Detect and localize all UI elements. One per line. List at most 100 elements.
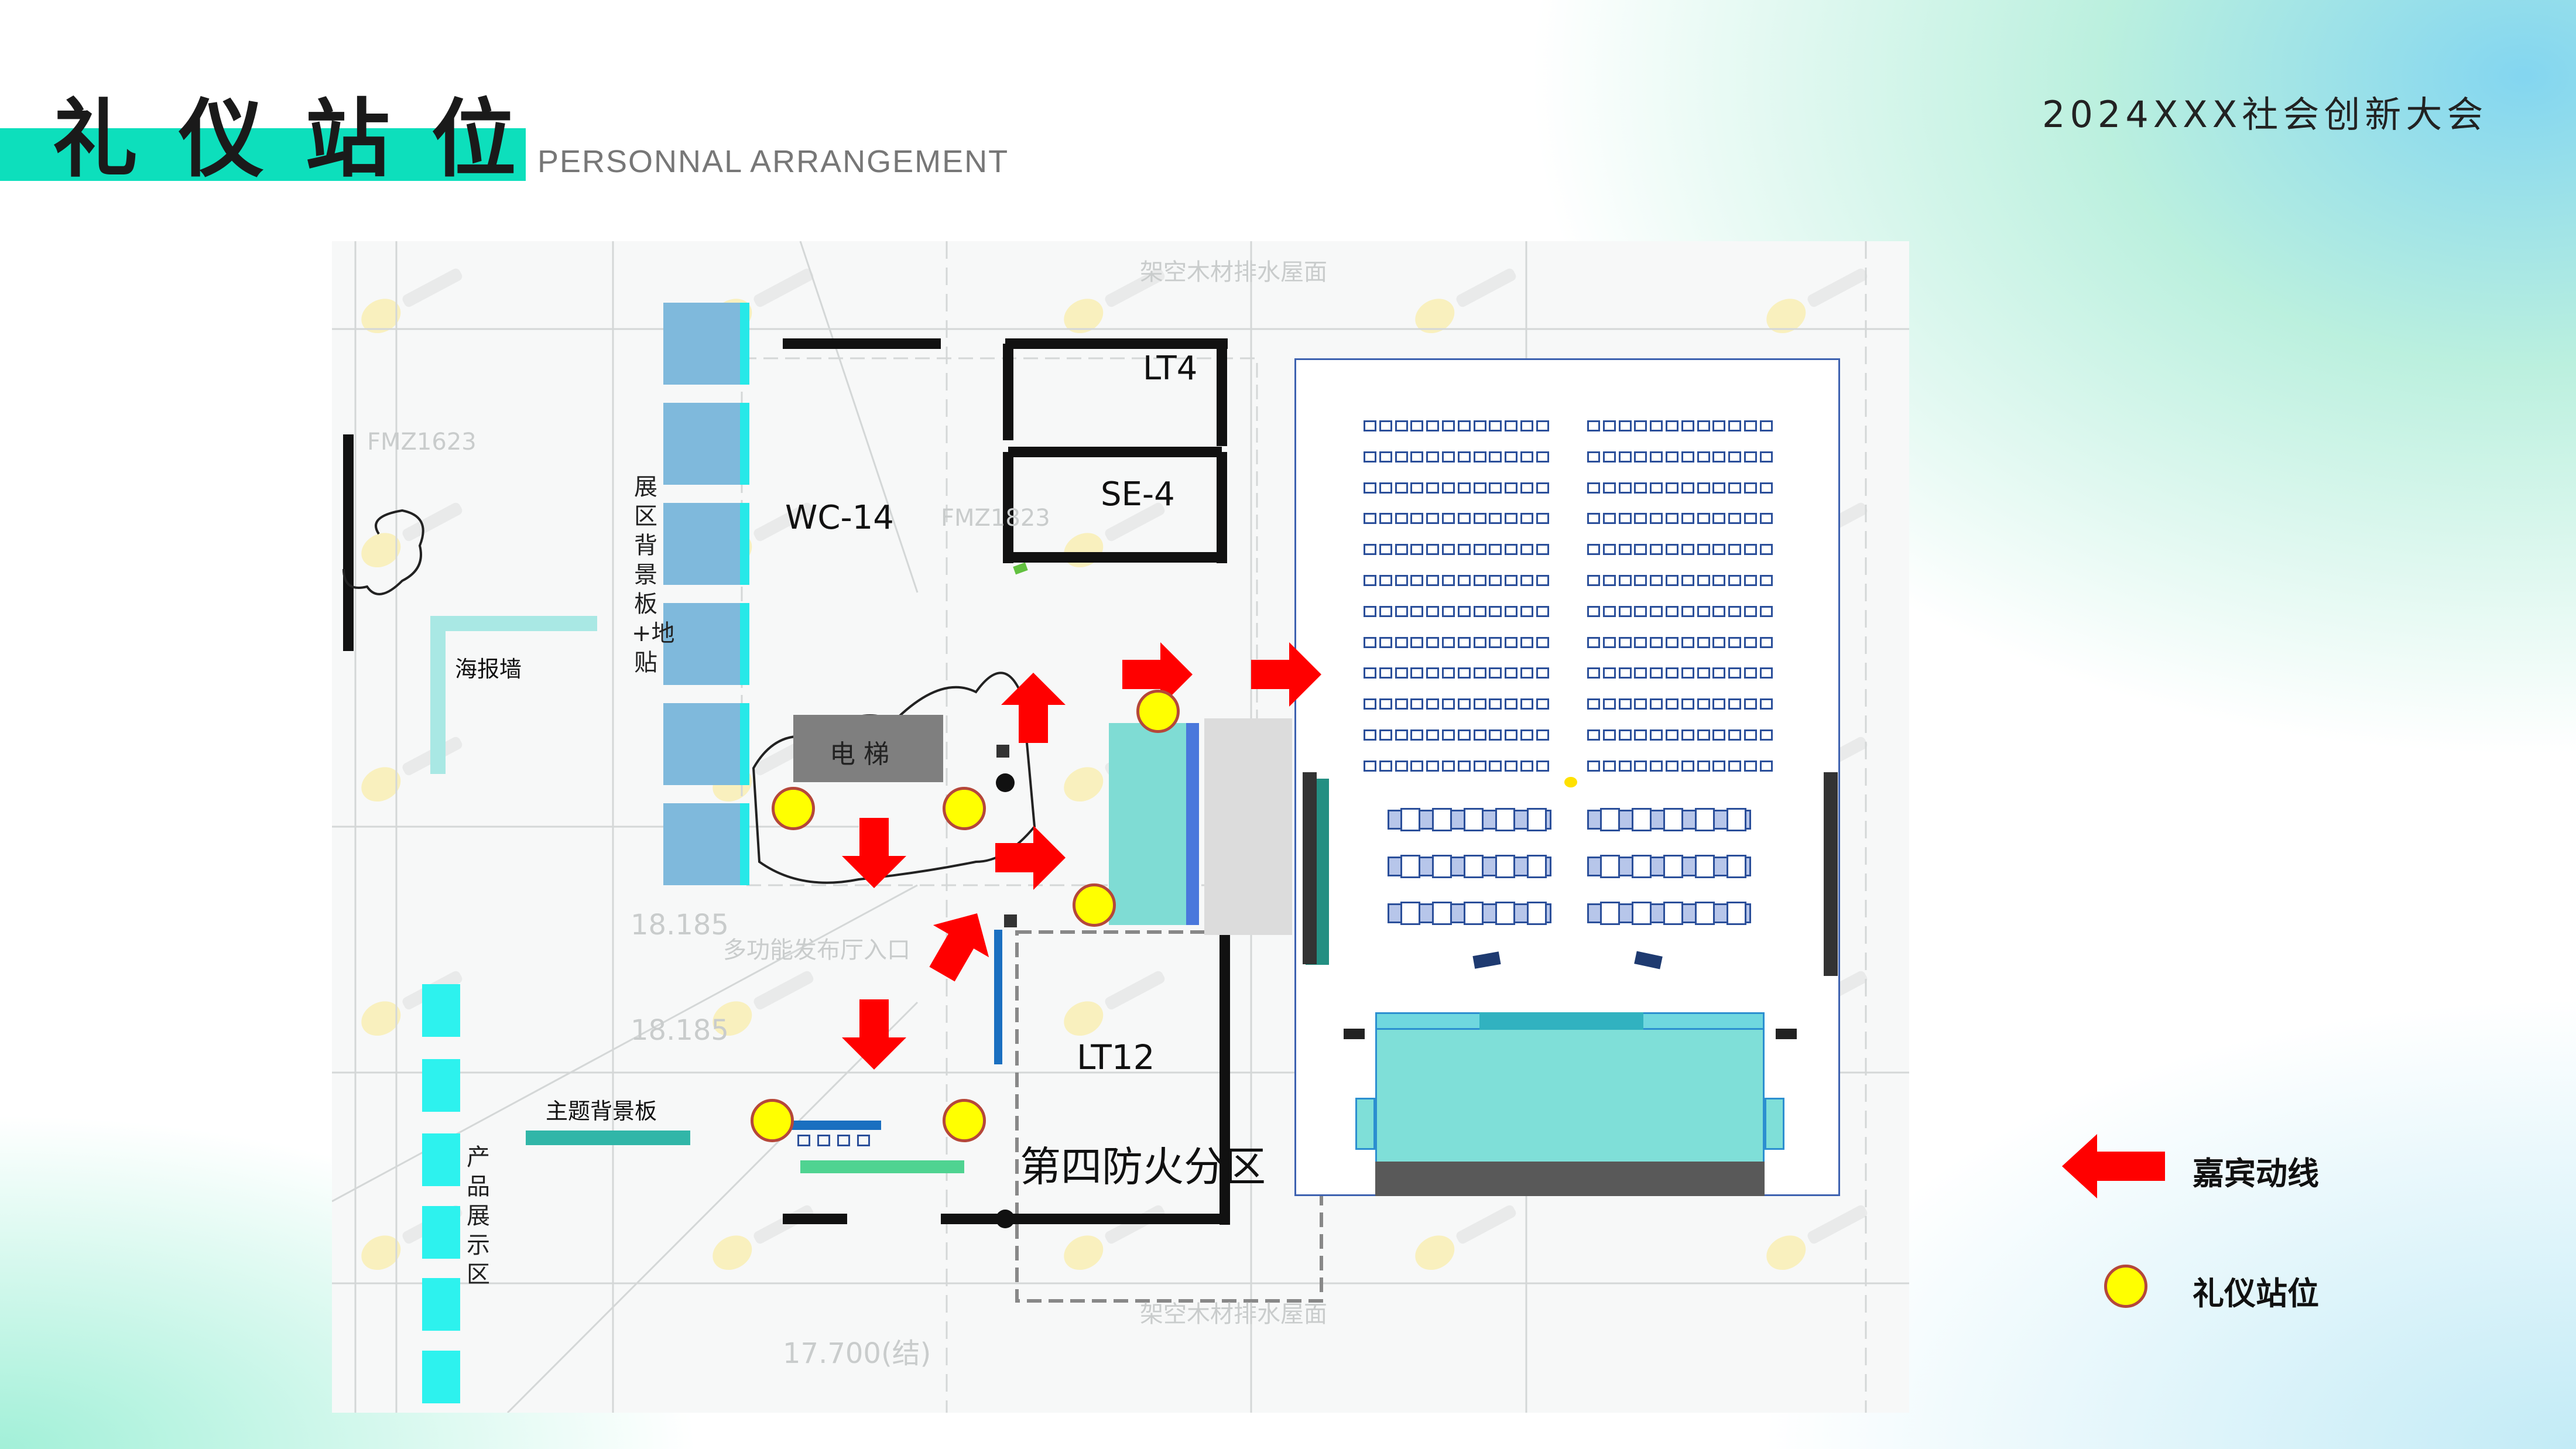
seat bbox=[1697, 760, 1710, 772]
chair bbox=[1663, 902, 1683, 925]
seat bbox=[1728, 544, 1742, 556]
seat bbox=[1759, 451, 1773, 463]
seat bbox=[1395, 698, 1408, 710]
seat bbox=[1536, 575, 1549, 586]
seat bbox=[1410, 605, 1424, 617]
seat bbox=[1442, 513, 1455, 525]
seat bbox=[1681, 605, 1694, 617]
chair bbox=[1432, 902, 1452, 925]
seat bbox=[1697, 636, 1710, 648]
seat bbox=[1587, 575, 1600, 586]
fire-zone-label: 第四防火分区 bbox=[1020, 1143, 1266, 1191]
seat bbox=[1536, 420, 1549, 431]
chair bbox=[1600, 902, 1620, 925]
green-backdrop bbox=[800, 1160, 964, 1173]
seat bbox=[1520, 513, 1533, 525]
seat bbox=[1759, 482, 1773, 494]
seat bbox=[1426, 575, 1440, 586]
side-screen bbox=[1824, 772, 1838, 976]
seat bbox=[1681, 420, 1694, 431]
seat bbox=[1505, 575, 1518, 586]
chair bbox=[1727, 902, 1746, 925]
seat bbox=[1505, 605, 1518, 617]
stage-stairs bbox=[1765, 1098, 1784, 1150]
seat bbox=[1364, 698, 1376, 710]
seat bbox=[1379, 698, 1392, 710]
seat bbox=[1457, 636, 1471, 648]
seat bbox=[1602, 513, 1616, 525]
seat bbox=[1602, 482, 1616, 494]
plan-note: FMZ1823 bbox=[941, 505, 1050, 532]
seat bbox=[1410, 698, 1424, 710]
seat bbox=[1712, 420, 1726, 431]
chair bbox=[1527, 855, 1547, 878]
seat bbox=[1536, 513, 1549, 525]
seat bbox=[1536, 636, 1549, 648]
seat bbox=[1536, 451, 1549, 463]
plan-note: 18.185 bbox=[631, 1014, 729, 1047]
seat bbox=[1457, 575, 1471, 586]
seat bbox=[1457, 513, 1471, 525]
exhibit-board bbox=[663, 503, 749, 585]
seat bbox=[1712, 451, 1726, 463]
seat bbox=[1728, 575, 1742, 586]
seat bbox=[1457, 667, 1471, 679]
chair bbox=[1695, 855, 1715, 878]
seat bbox=[1650, 482, 1663, 494]
seat bbox=[1364, 451, 1376, 463]
seat bbox=[1536, 667, 1549, 679]
seat bbox=[1536, 544, 1549, 556]
seat bbox=[1520, 420, 1533, 431]
seat bbox=[1489, 513, 1502, 525]
seat bbox=[1666, 698, 1678, 710]
seat bbox=[1759, 729, 1773, 741]
seat bbox=[1489, 451, 1502, 463]
seat bbox=[1587, 667, 1600, 679]
seat bbox=[1505, 698, 1518, 710]
seat bbox=[1728, 729, 1742, 741]
room-label-wc14: WC-14 bbox=[785, 499, 894, 537]
seat bbox=[1426, 451, 1440, 463]
seat bbox=[1587, 420, 1600, 431]
seat bbox=[1442, 760, 1455, 772]
etiquette-station-marker bbox=[943, 1099, 986, 1142]
seat bbox=[1410, 420, 1424, 431]
seat bbox=[1712, 544, 1726, 556]
seat bbox=[1520, 482, 1533, 494]
seat bbox=[1681, 451, 1694, 463]
etiquette-station-marker bbox=[1136, 690, 1180, 733]
chair bbox=[1695, 808, 1715, 831]
seat bbox=[1473, 667, 1486, 679]
seat bbox=[1602, 667, 1616, 679]
seat bbox=[1618, 513, 1632, 525]
seat bbox=[1712, 760, 1726, 772]
seat bbox=[1410, 544, 1424, 556]
seat bbox=[1442, 575, 1455, 586]
speaker bbox=[1776, 1029, 1797, 1039]
seat bbox=[1634, 544, 1647, 556]
seat bbox=[1426, 636, 1440, 648]
seat bbox=[1712, 482, 1726, 494]
seat bbox=[1728, 667, 1742, 679]
sign-stand bbox=[994, 930, 1002, 1064]
seat bbox=[1442, 605, 1455, 617]
seat bbox=[1473, 636, 1486, 648]
seat bbox=[1681, 544, 1694, 556]
poster-wall bbox=[430, 616, 597, 631]
elevator bbox=[793, 715, 943, 782]
seat bbox=[1505, 420, 1518, 431]
seat bbox=[1744, 544, 1757, 556]
plan-note: 17.700(结) bbox=[783, 1337, 931, 1370]
seat bbox=[1379, 575, 1392, 586]
seat bbox=[1364, 729, 1376, 741]
seat bbox=[1410, 451, 1424, 463]
chair bbox=[1527, 902, 1547, 925]
seat bbox=[1395, 636, 1408, 648]
seat bbox=[1520, 636, 1533, 648]
exhibit-boards-label: 展区背景板+地贴 bbox=[632, 474, 675, 676]
seat bbox=[1681, 667, 1694, 679]
etiquette-station-marker bbox=[943, 787, 986, 830]
route-arrow-icon bbox=[995, 825, 1066, 890]
seat bbox=[1536, 760, 1549, 772]
seat bbox=[1505, 482, 1518, 494]
